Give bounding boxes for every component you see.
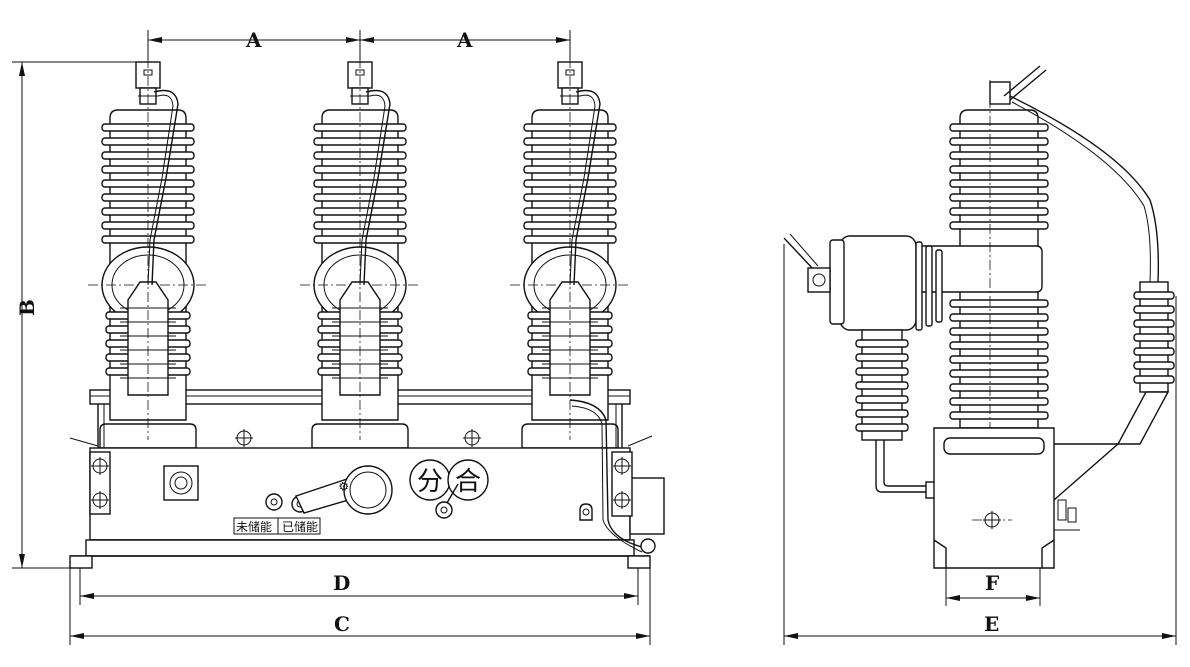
base-frame [85,539,635,557]
dim-e: E [984,612,999,636]
dim-c: C [334,612,350,636]
left-bracket [89,451,111,515]
charge-indicator [265,493,283,511]
side-terminal-box [629,477,665,535]
side-view [783,65,1175,569]
close-label: 合 [455,467,481,497]
lever-disc [343,465,393,515]
open-label: 分 [417,467,443,497]
dim-d: D [333,571,350,595]
svg-text:⚙: ⚙ [337,478,352,495]
dim-a-left: A [245,28,262,52]
side-mechanism-box [933,427,1055,569]
front-view: ⚙ 未储能 已储能 分 合 [69,57,665,569]
ct-housing [839,235,917,331]
side-dimensions: F E [783,244,1177,645]
surge-arrester [1133,281,1175,393]
close-button [447,459,489,501]
front-dimensions: A A B D C [12,28,651,645]
dim-a-right: A [456,28,473,52]
dim-f: F [985,571,999,595]
connector-socket [163,465,199,501]
not-charged-label: 未储能 [236,519,272,534]
charged-label: 已储能 [282,519,318,534]
dim-b: B [15,299,39,316]
